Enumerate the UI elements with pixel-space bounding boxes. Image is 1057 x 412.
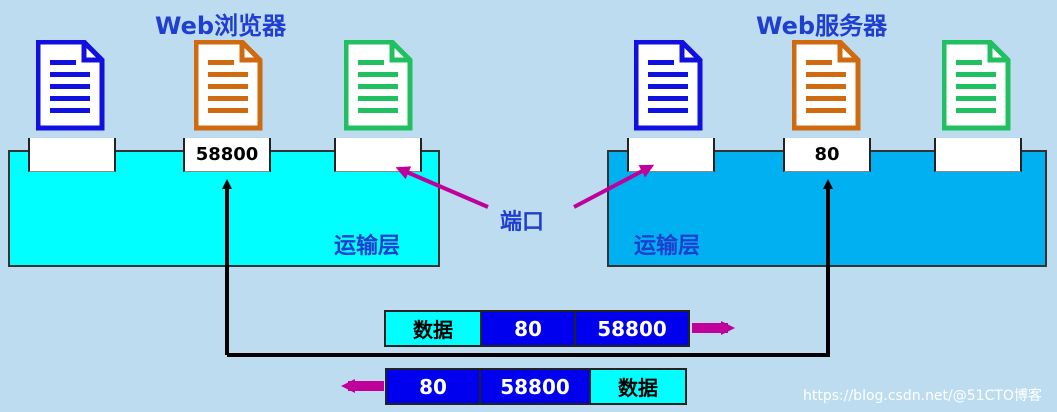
server-port-3	[934, 138, 1022, 172]
packet-src-port-cell: 58800	[576, 312, 688, 345]
browser-port-3	[334, 138, 422, 172]
packet-dest-port-cell: 80	[387, 370, 481, 403]
browser-port-58800: 58800	[183, 138, 271, 172]
browser-port-1	[28, 138, 116, 172]
packet-dest-port-cell: 80	[482, 312, 576, 345]
packet-data-cell: 数据	[591, 370, 685, 403]
packet-data-cell: 数据	[386, 312, 482, 345]
packet-outbound: 数据 80 58800	[384, 310, 690, 347]
document-icon	[634, 40, 704, 132]
packet-src-port-cell: 58800	[481, 370, 591, 403]
document-icon	[942, 40, 1012, 132]
watermark: https://blog.csdn.net/@51CTO博客	[803, 388, 1042, 404]
server-title: Web服务器	[756, 12, 888, 40]
browser-title: Web浏览器	[155, 12, 287, 40]
document-icon	[194, 40, 264, 132]
packet-return: 80 58800 数据	[385, 368, 687, 405]
server-port-80: 80	[783, 138, 871, 172]
browser-transport-label: 运输层	[334, 234, 401, 259]
document-icon	[792, 40, 862, 132]
server-port-number: 80	[814, 144, 840, 165]
document-icon	[344, 40, 414, 132]
browser-port-number: 58800	[195, 144, 259, 165]
port-label: 端口	[500, 210, 545, 235]
document-icon	[36, 40, 106, 132]
server-transport-label: 运输层	[634, 234, 701, 259]
server-port-1	[627, 138, 715, 172]
